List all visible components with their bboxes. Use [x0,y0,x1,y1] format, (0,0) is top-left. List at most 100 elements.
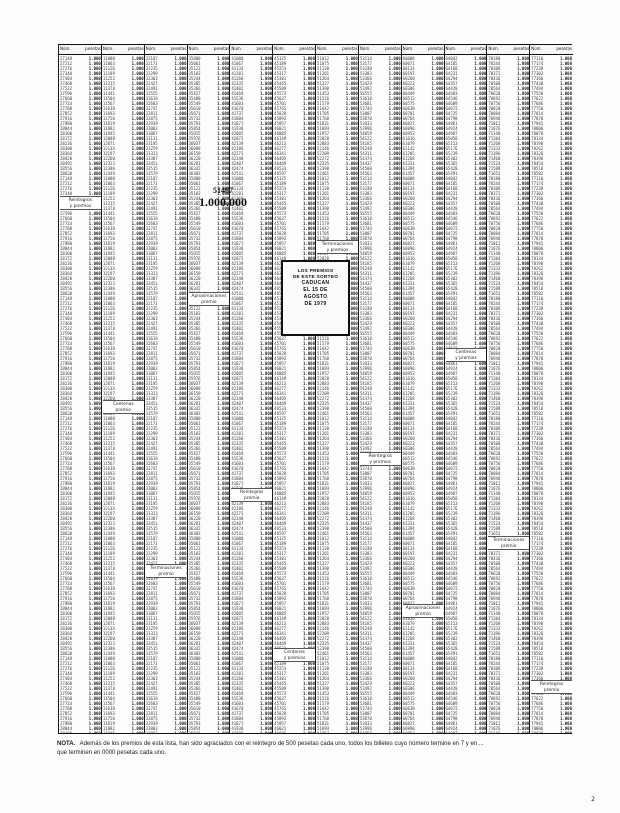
prize-amount: 1.000 [559,216,572,221]
ticket-number: 77430 [531,81,544,86]
ticket-number: 11882 [102,246,115,251]
prize-amount: 1.000 [217,506,230,511]
prize-amount: 1.000 [302,241,315,246]
prize-amount: 1.000 [474,221,487,226]
prize-amount: 1.000 [388,246,401,251]
prize-amount: 1.000 [217,636,230,641]
ticket-number: 53366 [359,556,372,561]
ticket-number: 70436 [488,76,501,81]
ticket-number: 46469 [274,161,287,166]
ticket-number: 27852 [60,231,73,236]
prize-amount: 1.000 [517,136,530,141]
ticket-number: 53681 [359,701,372,706]
ticket-number: 70692 [488,336,501,341]
column-header: Núm.pesetas [487,44,531,55]
category-label-line: premio [115,408,131,413]
prize-amount: 1.000 [431,476,444,481]
prize-amount: 1.000 [345,656,358,661]
prize-amount: 1.000 [174,521,187,526]
number-header: Núm. [102,46,114,51]
prize-amount: 1.000 [131,171,144,176]
ticket-number: 45381 [274,556,287,561]
ticket-number: 53933 [359,241,372,246]
ticket-number: 53177 [359,541,372,546]
prize-amount: 1.000 [388,131,401,136]
ticket-number: 28492 [60,401,73,406]
ticket-number: 33387 [145,636,158,641]
prize-amount: 1.000 [345,676,358,681]
prize-amount: 1.000 [88,296,101,301]
ticket-number: 28172 [60,496,73,501]
prize-amount: 1.000 [302,451,315,456]
prize-amount: 1.000 [302,536,315,541]
prize-amount: 1.000 [388,156,401,161]
ticket-number: 51642 [317,106,330,111]
prize-amount: 1.000 [474,121,487,126]
ticket-number: 32683 [145,701,158,706]
ticket-number: 54185 [359,381,372,386]
ticket-number: 12260 [102,276,115,281]
prize-amount: 1.000 [345,436,358,441]
prize-amount: 1.000 [131,501,144,506]
ticket-number: 53933 [359,121,372,126]
prize-amount: 1.000 [217,581,230,586]
ticket-number: 45189 [274,61,287,66]
ticket-number: 64672 [445,466,458,471]
ticket-number: 42005 [231,251,244,256]
ticket-number: 27276 [60,666,73,671]
prize-amount: 1.000 [260,541,273,546]
prize-amount: 1.000 [174,501,187,506]
ticket-number: 45701 [274,101,287,106]
ticket-number: 35732 [188,476,201,481]
ticket-number: 32939 [145,361,158,366]
prize-header: pesetas [385,46,401,51]
ticket-number: 11441 [102,91,115,96]
ticket-number: 60008 [402,176,415,181]
ticket-number: 46533 [274,526,287,531]
prize-amount: 1.000 [517,366,530,371]
ticket-number: 70564 [488,446,501,451]
ticket-number: 71460 [488,636,501,641]
ticket-number: 71076 [488,126,501,131]
ticket-number: 27340 [60,551,73,556]
ticket-number: 64357 [445,81,458,86]
prize-amount: 1.000 [474,691,487,696]
